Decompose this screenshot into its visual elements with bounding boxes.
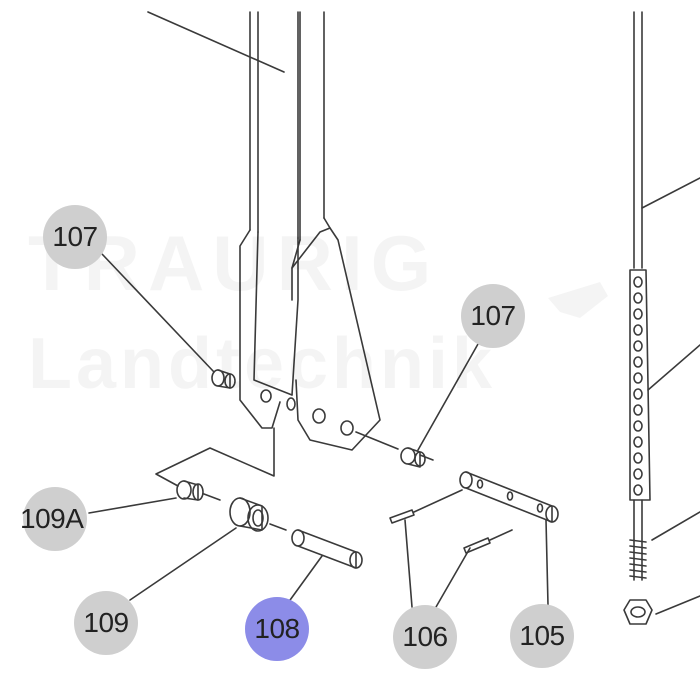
callout-105: 105 [510, 604, 574, 668]
callout-108-highlighted[interactable]: 108 [245, 597, 309, 661]
callout-106: 106 [393, 605, 457, 669]
right-arm [291, 11, 381, 451]
callout-107-left: 107 [43, 205, 107, 269]
callout-109a: 109A [20, 487, 87, 551]
pin-108 [291, 529, 363, 569]
rod-assembly [623, 11, 700, 625]
pin-105 [459, 471, 559, 523]
leader-line [147, 11, 285, 73]
bushing-109a [176, 480, 221, 501]
bushing-107-right [355, 431, 434, 468]
bushing-107-left [211, 369, 236, 389]
cotter-pins-106 [389, 489, 513, 554]
left-arm [239, 11, 299, 429]
callout-109: 109 [74, 591, 138, 655]
callout-107-right: 107 [461, 284, 525, 348]
bushing-109 [229, 497, 287, 532]
